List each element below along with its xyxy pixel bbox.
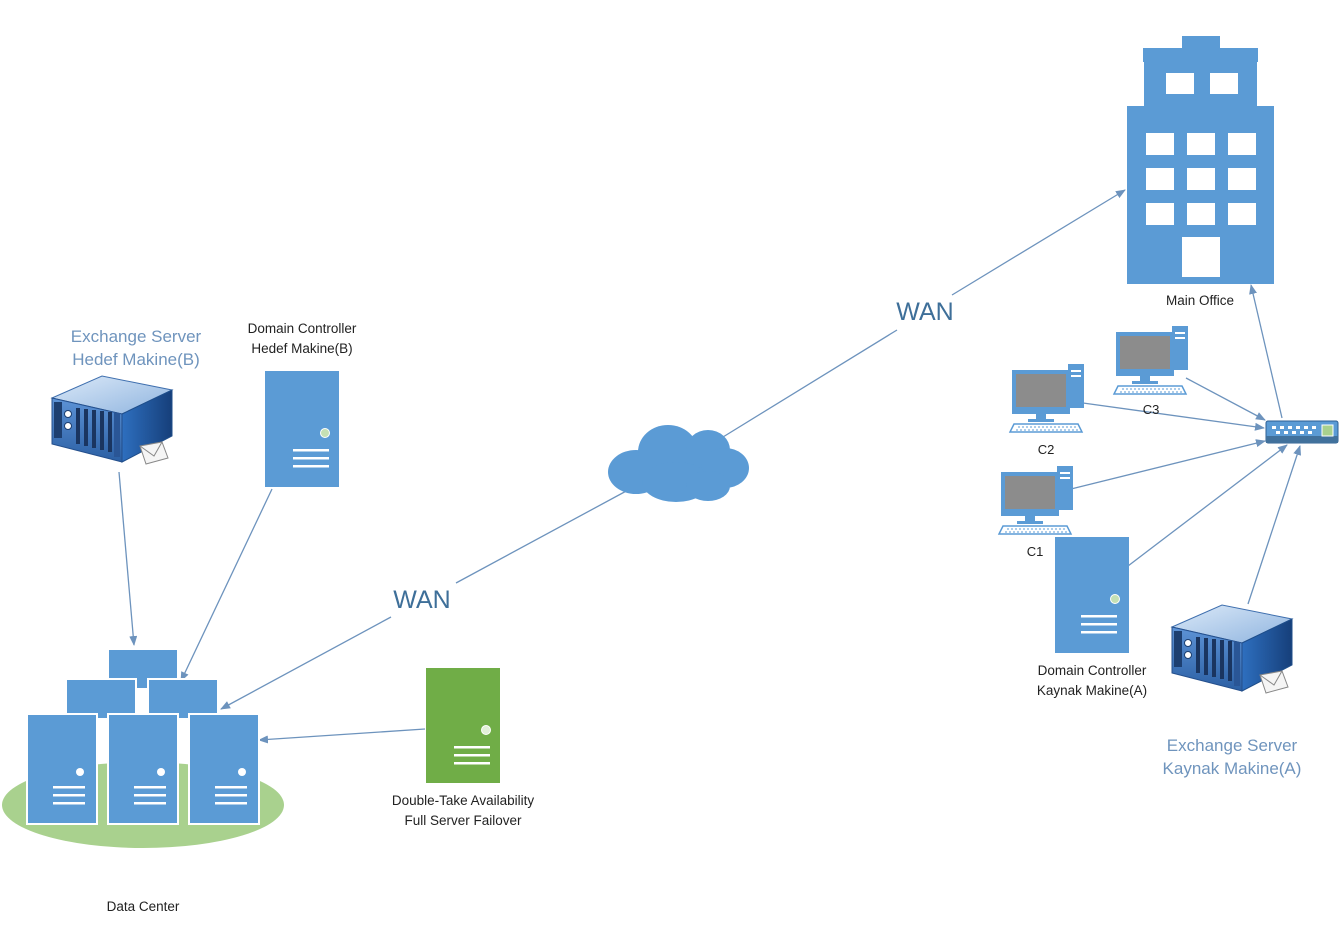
office-building-icon — [1127, 36, 1274, 284]
tower-server-icon — [1055, 537, 1129, 653]
main-office-label: Main Office — [1165, 293, 1235, 308]
link-c2-to-switch — [1082, 402, 1265, 431]
double-take-line1: Double-Take Availability — [391, 793, 535, 808]
link-c3-to-switch — [1185, 377, 1266, 421]
tower-server-icon — [426, 668, 500, 783]
dc-a-line2: Kaynak Makine(A) — [1036, 683, 1148, 698]
link-dc-a-to-switch — [1127, 444, 1288, 567]
data-center-label: Data Center — [106, 899, 180, 914]
link-exchange-a-to-switch — [1247, 445, 1301, 605]
dc-b-line2: Hedef Makine(B) — [251, 341, 353, 356]
exchange-a-line2: Kaynak Makine(A) — [1162, 759, 1302, 778]
exchange-b-line2: Hedef Makine(B) — [72, 350, 200, 369]
data-center-icon — [2, 648, 284, 848]
exchange-b-line1: Exchange Server — [70, 327, 202, 346]
dc-a-line1: Domain Controller — [1037, 663, 1147, 678]
link-dc-b-to-datacenter — [180, 488, 273, 682]
exchange-server-icon — [51, 375, 173, 465]
link-c1-to-switch — [1070, 439, 1266, 490]
exchange-server-icon — [1171, 604, 1293, 694]
wan-lower-label: WAN — [393, 586, 451, 614]
exchange-a-line1: Exchange Server — [1166, 736, 1298, 755]
tower-server-icon — [264, 370, 340, 488]
link-exchange-b-to-datacenter — [118, 471, 138, 646]
connectors — [118, 189, 1301, 744]
double-take-label: Double-Take Availability Full Server Fai… — [363, 791, 563, 831]
c2-label: C2 — [1037, 442, 1055, 457]
dc-b-line1: Domain Controller — [247, 321, 357, 336]
desktop-computer-icon — [1009, 363, 1085, 433]
link-switch-to-main-office — [1249, 284, 1283, 419]
link-wan-lower-to-datacenter — [220, 616, 392, 710]
exchange-server-b-label: Exchange Server Hedef Makine(B) — [56, 325, 216, 371]
cloud-icon — [608, 425, 749, 502]
double-take-line2: Full Server Failover — [404, 813, 522, 828]
desktop-computer-icon — [998, 465, 1074, 535]
link-double-take-to-datacenter — [258, 728, 426, 744]
c1-label: C1 — [1026, 544, 1044, 559]
domain-controller-b-label: Domain Controller Hedef Makine(B) — [222, 319, 382, 359]
network-switch-icon — [1265, 420, 1339, 444]
link-wan-upper-to-main-office — [951, 189, 1126, 296]
desktop-computer-icon — [1113, 325, 1189, 395]
c3-label: C3 — [1142, 402, 1160, 417]
link-cloud-to-wan-lower — [455, 488, 631, 584]
wan-upper-label: WAN — [896, 298, 954, 326]
exchange-server-a-label: Exchange Server Kaynak Makine(A) — [1146, 734, 1318, 780]
domain-controller-a-label: Domain Controller Kaynak Makine(A) — [1012, 661, 1172, 701]
link-cloud-to-wan-upper — [722, 329, 898, 438]
